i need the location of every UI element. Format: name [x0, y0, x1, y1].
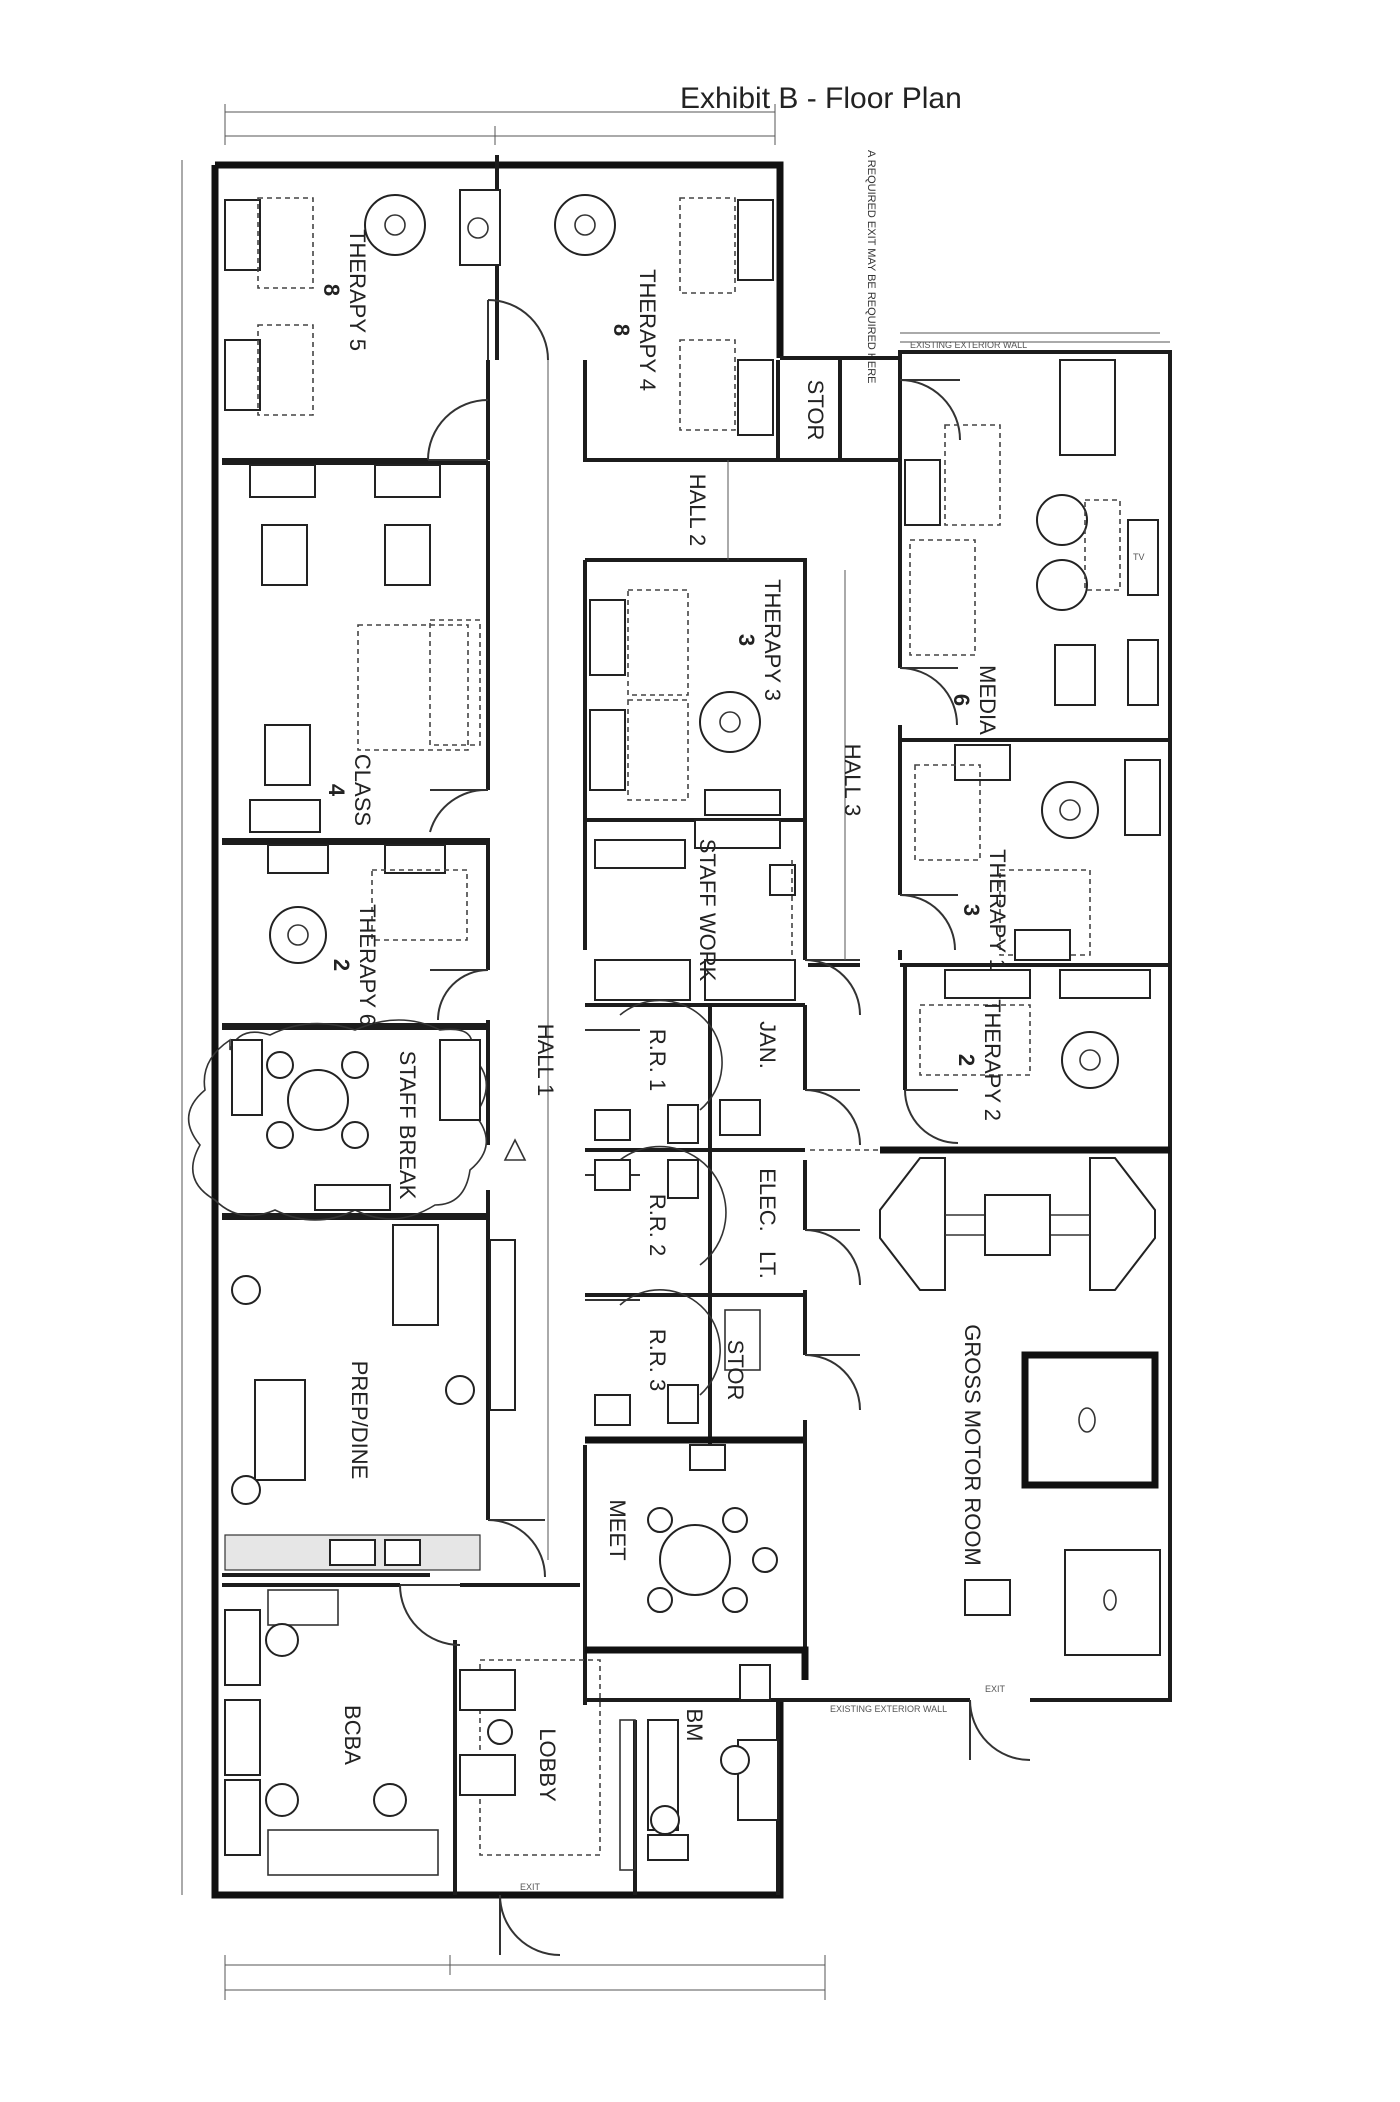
- staff-work-room: STAFF WORK: [695, 839, 720, 982]
- therapy-3-furniture: [589, 589, 781, 816]
- stor-top-room: STOR: [803, 380, 828, 441]
- therapy-6-label: THERAPY 6: [355, 904, 380, 1026]
- therapy-5-furniture: [224, 189, 501, 416]
- hall-1-label: HALL 1: [533, 1024, 558, 1097]
- bm-label: BM: [682, 1709, 707, 1742]
- hall-1: HALL 1: [533, 1024, 558, 1097]
- therapy-3-label: THERAPY 3: [760, 579, 785, 701]
- class-room: CLASS 4: [324, 754, 375, 826]
- tv-label: TV: [1133, 552, 1145, 562]
- staff-break-area: [187, 1019, 527, 1221]
- therapy-5-number: 8: [319, 284, 344, 296]
- lobby-room: LOBBY: [535, 1728, 560, 1802]
- therapy-4-number: 8: [609, 324, 634, 336]
- prep-dine-furniture: [224, 1224, 516, 1571]
- dimension-lines-top: [181, 104, 1160, 2000]
- staff-work-label: STAFF WORK: [695, 839, 720, 982]
- rr-3-label: R.R. 3: [645, 1329, 670, 1391]
- rr-3-room: R.R. 3: [645, 1329, 670, 1391]
- therapy-1-label: THERAPY 1: [985, 849, 1010, 971]
- therapy-1-furniture: [914, 744, 1161, 961]
- therapy-6-room: THERAPY 6 2: [329, 904, 380, 1026]
- therapy-1-number: 3: [959, 904, 984, 916]
- hall-3-label: HALL 3: [840, 744, 865, 817]
- exit-tag-right: EXIT: [985, 1684, 1006, 1694]
- therapy-1-room: THERAPY 1 3: [959, 849, 1010, 971]
- bcba-label: BCBA: [340, 1705, 365, 1765]
- gross-motor-equipment: [879, 1157, 1161, 1656]
- bcba-furniture: [224, 1589, 439, 1876]
- bcba-room: BCBA: [340, 1705, 365, 1765]
- bm-room: BM: [682, 1709, 707, 1742]
- therapy-4-label: THERAPY 4: [635, 269, 660, 391]
- rr-2-label: R.R. 2: [645, 1194, 670, 1256]
- existing-wall-bottom: EXISTING EXTERIOR WALL: [830, 1704, 947, 1714]
- therapy-3-room: THERAPY 3 3: [734, 579, 785, 701]
- therapy-6-furniture: [267, 844, 468, 964]
- class-number: 4: [324, 784, 349, 797]
- lobby-label: LOBBY: [535, 1728, 560, 1802]
- therapy-2-furniture: [919, 969, 1151, 1089]
- media-number: 6: [949, 694, 974, 706]
- jan-label: JAN.: [755, 1021, 780, 1069]
- therapy-6-number: 2: [329, 959, 354, 971]
- media-furniture: TV: [904, 359, 1159, 706]
- hall-centerlines: [547, 360, 846, 1560]
- plan-title: Exhibit B - Floor Plan: [680, 82, 962, 115]
- class-label: CLASS: [350, 754, 375, 826]
- lt-room: LT.: [755, 1251, 780, 1279]
- hall-2-label: HALL 2: [685, 474, 710, 547]
- staff-break-room: STAFF BREAK: [395, 1051, 420, 1200]
- jan-room: JAN.: [755, 1021, 780, 1069]
- staff-work-furniture: [594, 819, 796, 1001]
- hall-3: HALL 3: [840, 744, 865, 817]
- therapy-2-room: THERAPY 2 2: [954, 999, 1005, 1121]
- gross-motor-room: GROSS MOTOR ROOM: [960, 1324, 985, 1566]
- restroom-fixtures: [594, 999, 761, 1426]
- prep-dine-room: PREP/DINE: [347, 1361, 372, 1480]
- media-room: MEDIA 6: [949, 665, 1000, 735]
- existing-wall-top: EXISTING EXTERIOR WALL: [910, 340, 1027, 350]
- stor-top-label: STOR: [803, 380, 828, 441]
- media-label: MEDIA: [975, 665, 1000, 735]
- hall-2: HALL 2: [685, 474, 710, 547]
- prep-dine-label: PREP/DINE: [347, 1361, 372, 1480]
- elec-room: ELEC.: [755, 1168, 780, 1232]
- lt-label: LT.: [755, 1251, 780, 1279]
- lobby-furniture: [459, 1659, 689, 1871]
- gross-motor-label: GROSS MOTOR ROOM: [960, 1324, 985, 1566]
- meet-label: MEET: [605, 1499, 630, 1560]
- therapy-4-furniture: [554, 194, 774, 436]
- therapy-5-room: THERAPY 5 8: [319, 229, 370, 351]
- therapy-5-label: THERAPY 5: [345, 229, 370, 351]
- therapy-2-number: 2: [954, 1054, 979, 1066]
- rr-1-room: R.R. 1: [645, 1029, 670, 1091]
- meet-room: MEET: [605, 1499, 630, 1560]
- therapy-3-number: 3: [734, 634, 759, 646]
- therapy-4-room: THERAPY 4 8: [609, 269, 660, 391]
- bm-furniture: [720, 1664, 779, 1821]
- rr-1-label: R.R. 1: [645, 1029, 670, 1091]
- class-furniture: [249, 464, 481, 833]
- stor-mid-label: STOR: [723, 1340, 748, 1401]
- exit-note: A REQUIRED EXIT MAY BE REQUIRED HERE: [865, 150, 877, 384]
- elec-label: ELEC.: [755, 1168, 780, 1232]
- meet-furniture: [647, 1444, 778, 1613]
- stor-mid-room: STOR: [723, 1340, 748, 1401]
- staff-break-label: STAFF BREAK: [395, 1051, 420, 1200]
- therapy-2-label: THERAPY 2: [980, 999, 1005, 1121]
- exit-tag-bottom: EXIT: [520, 1882, 541, 1892]
- rr-2-room: R.R. 2: [645, 1194, 670, 1256]
